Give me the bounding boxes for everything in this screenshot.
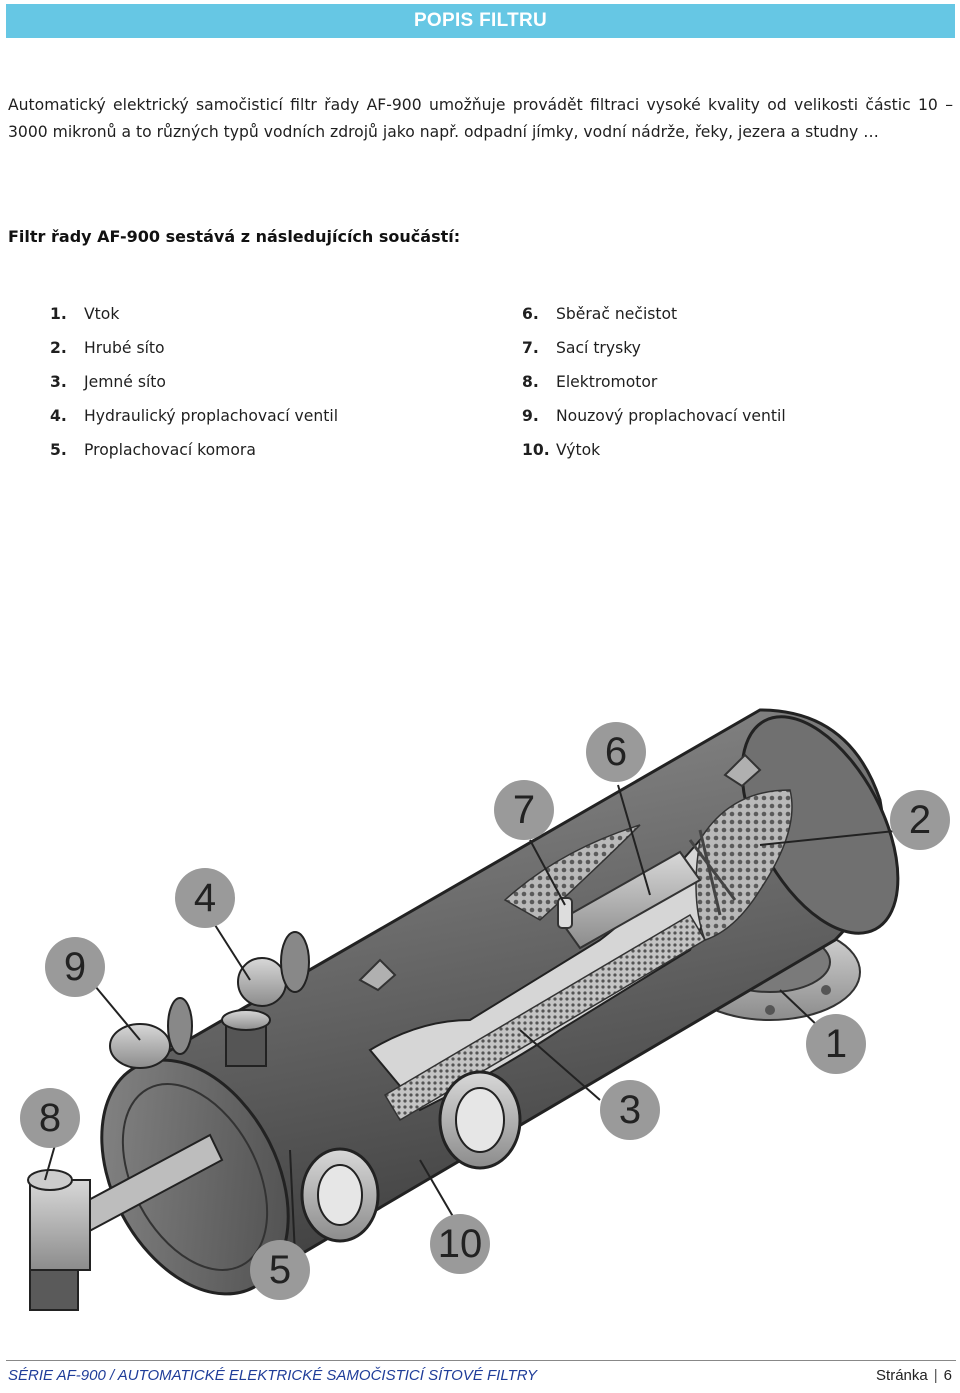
component-number: 8. — [522, 373, 539, 391]
component-item: 1. Vtok — [50, 302, 338, 336]
callout-3-label: 3 — [619, 1088, 641, 1132]
callout-6-label: 6 — [605, 730, 627, 774]
filter-illustration: 1 2 3 4 5 6 7 8 — [20, 708, 950, 1311]
outlet-clamps — [300, 1070, 522, 1243]
cutaway-window — [368, 789, 793, 1122]
component-label: Sací trysky — [556, 339, 641, 357]
component-number: 7. — [522, 339, 539, 357]
emergency-flushing-valve — [109, 997, 193, 1069]
component-number: 5. — [50, 441, 67, 459]
callout-10: 10 — [430, 1214, 490, 1274]
footer-divider — [6, 1360, 956, 1361]
component-number: 4. — [50, 407, 67, 425]
components-list-left: 1. Vtok 2. Hrubé síto 3. Jemné síto 4. Hydra… — [50, 302, 338, 472]
component-label: Hrubé síto — [84, 339, 165, 357]
component-label: Proplachovací komora — [84, 441, 256, 459]
footer-page-number: 6 — [943, 1367, 952, 1384]
callout-9: 9 — [45, 937, 105, 997]
callout-7-label: 7 — [513, 788, 535, 832]
component-item: 5. Proplachovací komora — [50, 438, 338, 472]
callout-9-label: 9 — [64, 945, 86, 989]
components-list-right: 6. Sběrač nečistot 7. Sací trysky 8. Elektr… — [522, 302, 786, 472]
leader-lines — [44, 784, 906, 1256]
component-label: Výtok — [556, 441, 601, 459]
component-number: 6. — [522, 305, 539, 323]
electromotor — [27, 1133, 224, 1311]
component-item: 6. Sběrač nečistot — [522, 302, 786, 336]
component-number: 9. — [522, 407, 539, 425]
filter-cutaway-figure: 1 2 3 4 5 6 7 8 — [0, 690, 960, 1320]
component-item: 7. Sací trysky — [522, 336, 786, 370]
callout-5-label: 5 — [269, 1248, 291, 1292]
callout-6: 6 — [586, 722, 646, 782]
component-number: 10. — [522, 441, 550, 459]
callout-4: 4 — [175, 868, 235, 928]
component-label: Elektromotor — [556, 373, 658, 391]
component-number: 2. — [50, 339, 67, 357]
component-item: 8. Elektromotor — [522, 370, 786, 404]
component-item: 2. Hrubé síto — [50, 336, 338, 370]
callout-3: 3 — [600, 1080, 660, 1140]
footer-page-label: Stránka — [876, 1367, 928, 1384]
component-item: 3. Jemné síto — [50, 370, 338, 404]
footer-series-title: SÉRIE AF-900 / AUTOMATICKÉ ELEKTRICKÉ SA… — [8, 1367, 537, 1384]
callout-7: 7 — [494, 780, 554, 840]
component-label: Sběrač nečistot — [556, 305, 678, 323]
callout-1: 1 — [806, 1014, 866, 1074]
component-item: 4. Hydraulický proplachovací ventil — [50, 404, 338, 438]
callout-8-label: 8 — [39, 1096, 61, 1140]
intro-paragraph: Automatický elektrický samočisticí filtr… — [8, 96, 953, 141]
callout-10-label: 10 — [438, 1222, 483, 1266]
component-item: 9. Nouzový proplachovací ventil — [522, 404, 786, 438]
component-number: 3. — [50, 373, 67, 391]
footer-page: Stránka | 6 — [876, 1366, 952, 1386]
component-label: Jemné síto — [84, 373, 166, 391]
footer-page-separator: | — [933, 1367, 938, 1384]
callout-5: 5 — [250, 1240, 310, 1300]
component-label: Hydraulický proplachovací ventil — [84, 407, 339, 425]
components-heading: Filtr řady AF-900 sestává z následujícíc… — [8, 227, 461, 246]
hydraulic-flushing-valve — [221, 931, 310, 1067]
component-number: 1. — [50, 305, 67, 323]
callout-2: 2 — [890, 790, 950, 850]
callout-2-label: 2 — [909, 798, 931, 842]
component-label: Nouzový proplachovací ventil — [556, 407, 786, 425]
component-label: Vtok — [84, 305, 120, 323]
callout-8: 8 — [20, 1088, 80, 1148]
callout-4-label: 4 — [194, 876, 216, 920]
callout-1-label: 1 — [825, 1022, 847, 1066]
component-item: 10. Výtok — [522, 438, 786, 472]
page-title: POPIS FILTRU — [6, 4, 955, 38]
